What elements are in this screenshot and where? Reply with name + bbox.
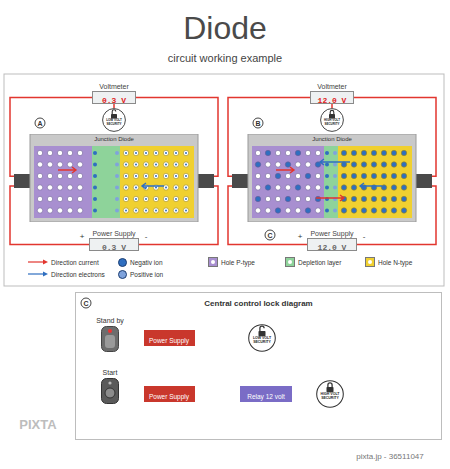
lock-icon: LOW VOLT SECURITY xyxy=(248,324,276,352)
readout-text: 0.3 V xyxy=(102,242,126,253)
legend-text: Depletion layer xyxy=(298,259,341,266)
watermark: pixta.jp - 36511047 xyxy=(356,453,423,462)
junction-diode: Junction Diode xyxy=(232,134,432,222)
legend-swatch xyxy=(365,257,375,267)
box-text: Relay 12 volt xyxy=(247,389,285,405)
polarity-sign: + xyxy=(298,233,303,242)
subtitle: circuit working example xyxy=(168,52,282,64)
lock-icon: LOW VOLT SECURITY xyxy=(102,108,126,132)
switch-art xyxy=(101,326,119,352)
diode-art xyxy=(14,134,214,222)
process-box: Power Supply xyxy=(144,330,195,346)
diode-art xyxy=(232,134,432,222)
heading-text: Voltmeter xyxy=(317,83,347,91)
legend-text: Positive ion xyxy=(130,271,163,278)
junction-diode: Junction Diode xyxy=(14,134,214,222)
legend-item: Direction current xyxy=(28,257,99,267)
legend-item: Direction electrons xyxy=(28,269,105,279)
lock-text: HIGH VOLT SECURITY xyxy=(322,119,341,126)
heading-text: Stand by xyxy=(96,317,124,325)
meter-display: Power Supply12.0 V xyxy=(307,238,357,251)
legend-swatch xyxy=(208,257,218,267)
legend-line xyxy=(28,259,48,265)
outer-frame xyxy=(4,74,444,286)
legend-item: Negativ ion xyxy=(118,257,163,267)
readout-text: 12.0 V xyxy=(318,242,347,253)
watermark: PIXTA xyxy=(19,418,56,432)
panel-title: Central control lock diagram xyxy=(76,293,441,308)
legend-text: Negativ ion xyxy=(130,259,163,266)
switch-art xyxy=(101,378,119,404)
legend-dot xyxy=(288,260,292,264)
legend-text: Direction electrons xyxy=(51,271,105,278)
process-box: Power Supply xyxy=(144,386,195,402)
legend-dot xyxy=(211,260,215,264)
heading-text: Power Supply xyxy=(310,230,353,238)
polarity-sign: - xyxy=(363,233,366,242)
polarity-sign: + xyxy=(80,233,85,242)
lock-text: LOW VOLT SECURITY xyxy=(104,119,123,126)
diode-label: Junction Diode xyxy=(94,136,134,143)
heading-text: Voltmeter xyxy=(99,83,129,91)
heading-text: Start xyxy=(103,369,118,377)
callout-letter: A xyxy=(35,118,46,129)
legend-text: Hole P-type xyxy=(221,259,255,266)
switch: Stand by xyxy=(101,326,119,352)
box-text: Power Supply xyxy=(149,333,189,349)
meter-display: Voltmeter0.3 V xyxy=(92,91,136,104)
legend-swatch xyxy=(118,258,127,267)
legend-item: Positive ion xyxy=(118,269,163,279)
panel-frame: Stand by Power Supply LOW VOLT SECURITY Sta… xyxy=(75,292,442,440)
lock-icon: HIGH VOLT SECURITY xyxy=(320,108,344,132)
legend-item: Depletion layer xyxy=(285,257,341,267)
legend-item: Hole P-type xyxy=(208,257,255,267)
legend-text: Hole N-type xyxy=(378,259,412,266)
heading-text: Power Supply xyxy=(92,230,135,238)
legend-swatch xyxy=(285,257,295,267)
readout-text: 12.0 V xyxy=(318,95,347,106)
legend-swatch xyxy=(118,270,127,279)
callout-letter: C xyxy=(81,298,92,309)
switch: Start xyxy=(101,378,119,404)
readout-text: 0.3 V xyxy=(102,95,126,106)
callout-letter: C xyxy=(265,230,276,241)
legend-dot xyxy=(368,260,372,264)
meter-display: Power Supply0.3 V xyxy=(89,238,139,251)
process-box: Relay 12 volt xyxy=(240,386,292,402)
legend-line xyxy=(28,271,48,277)
box-text: Power Supply xyxy=(149,389,189,405)
lock-icon: HIGH VOLT SECURITY xyxy=(316,380,344,408)
legend-text: Direction current xyxy=(51,259,99,266)
lock-text: LOW VOLT SECURITY xyxy=(251,337,273,345)
callout-letter: B xyxy=(253,118,264,129)
title: Diode xyxy=(183,10,267,47)
legend-item: Hole N-type xyxy=(365,257,412,267)
polarity-sign: - xyxy=(145,233,148,242)
meter-display: Voltmeter12.0 V xyxy=(310,91,354,104)
lock-text: HIGH VOLT SECURITY xyxy=(319,393,341,401)
diode-label: Junction Diode xyxy=(312,136,352,143)
